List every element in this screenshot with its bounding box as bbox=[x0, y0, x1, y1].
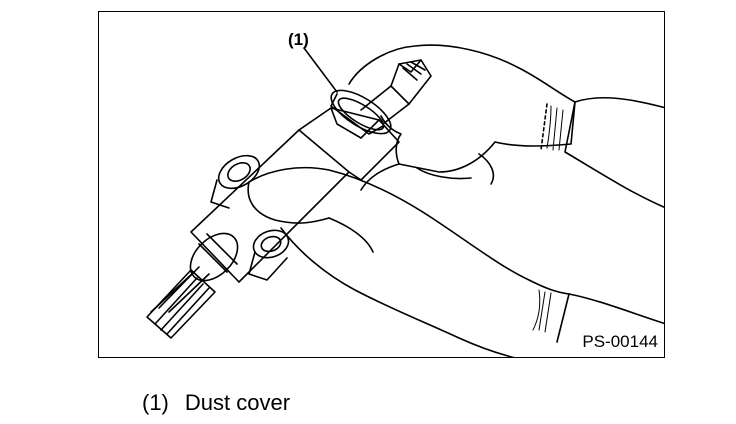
legend-item: (1) Dust cover bbox=[142, 390, 290, 416]
gearbox-housing-icon bbox=[189, 107, 400, 283]
upper-gloved-hand-icon bbox=[348, 44, 664, 208]
lower-gloved-hand-icon bbox=[247, 166, 664, 357]
hands-installing-dust-cover-illustration bbox=[146, 44, 664, 357]
callout-leader-line bbox=[303, 47, 338, 93]
dust-cover-icon bbox=[330, 59, 432, 135]
figure-frame: (1) PS-00144 bbox=[98, 11, 665, 358]
splined-shaft-icon bbox=[146, 266, 216, 339]
callout-number-label: (1) bbox=[288, 30, 309, 49]
legend-item-label: Dust cover bbox=[184, 390, 291, 415]
legend-item-number: (1) bbox=[142, 390, 169, 415]
figure-code: PS-00144 bbox=[582, 332, 658, 351]
